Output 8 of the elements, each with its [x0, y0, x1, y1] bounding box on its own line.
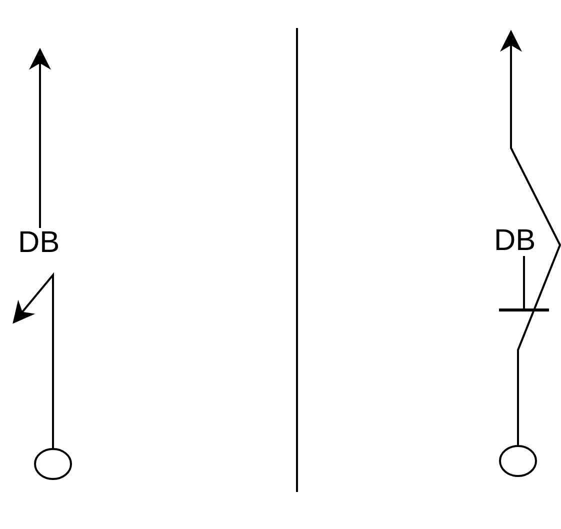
route-arrow [12, 272, 54, 448]
position-label: DB [18, 228, 60, 258]
route-arrow [500, 30, 561, 445]
player-circle [34, 448, 72, 480]
block-line [498, 256, 550, 312]
position-label: DB [494, 226, 536, 256]
route-arrow [29, 48, 51, 228]
player-circle [499, 445, 537, 477]
